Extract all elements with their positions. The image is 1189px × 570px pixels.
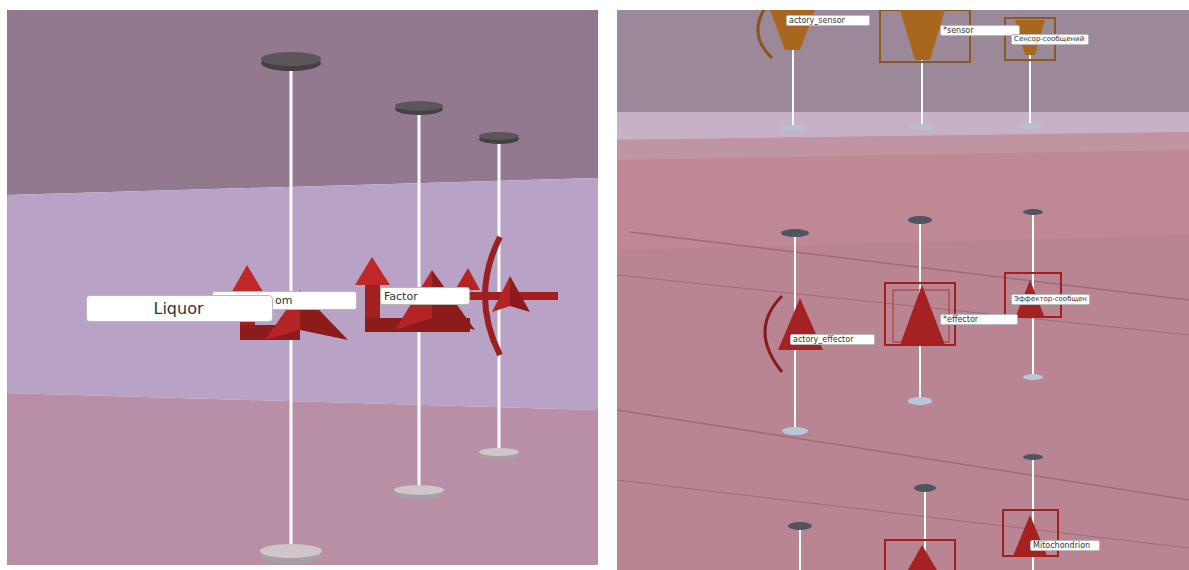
label-text: om (275, 295, 292, 306)
label-text: actory_sensor (789, 17, 845, 25)
label-box: Factor (380, 287, 470, 305)
label-box: actory_sensor (786, 15, 870, 26)
label-box: *sensor (940, 25, 1020, 36)
label-text: Эффектор-сообщен (1014, 296, 1087, 303)
label-text: Factor (384, 291, 418, 302)
label-text: *sensor (943, 27, 974, 35)
left-scene (7, 10, 598, 565)
label-box: Эффектор-сообщен (1011, 294, 1090, 305)
label-box: Liquor (86, 295, 273, 322)
label-text: Сенсор-сообщений (1014, 36, 1084, 43)
label-box: *effector (940, 314, 1018, 325)
label-box: Mitochondrion (1030, 540, 1100, 551)
label-text: Mitochondrion (1033, 542, 1090, 550)
right-scene (617, 10, 1189, 570)
label-text: actory_effector (793, 336, 853, 344)
label-box: Сенсор-сообщений (1011, 34, 1089, 45)
label-text: Liquor (153, 301, 203, 317)
label-text: *effector (943, 316, 978, 324)
label-box: actory_effector (790, 334, 875, 345)
